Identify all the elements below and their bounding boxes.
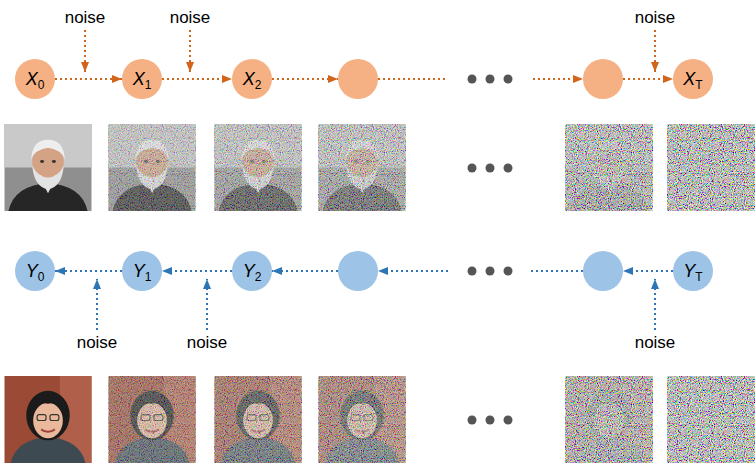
- noisy-photo: [319, 124, 406, 211]
- noisy-photo: [566, 124, 653, 211]
- circle-fill: [15, 59, 55, 99]
- state-label: Y1: [133, 262, 152, 280]
- state-label: XT: [683, 70, 702, 88]
- transition-arrow: [162, 78, 232, 80]
- state-circle: YT: [673, 251, 713, 291]
- noise-label: noise: [169, 9, 212, 28]
- circle-fill: [673, 59, 713, 99]
- transition-arrow: [55, 270, 122, 272]
- circle-fill: [122, 59, 162, 99]
- transition-arrow: [55, 78, 122, 80]
- circle-fill: [338, 251, 378, 291]
- noise-label: noise: [186, 334, 229, 353]
- state-circle: XT: [673, 59, 713, 99]
- state-label: Y0: [26, 262, 45, 280]
- noisy-photo: [215, 376, 302, 463]
- state-circle: Y0: [15, 251, 55, 291]
- state-circle: Y1: [122, 251, 162, 291]
- state-circle: [583, 251, 623, 291]
- circle-outline: [583, 251, 623, 291]
- noise-label: noise: [634, 9, 677, 28]
- noise-image: [668, 124, 755, 211]
- transition-arrow: [623, 270, 673, 272]
- transition-arrow: [272, 78, 338, 80]
- state-circle: X0: [15, 59, 55, 99]
- state-circle: X2: [232, 59, 272, 99]
- noisy-photo: [109, 124, 196, 211]
- noise-arrow: [85, 30, 655, 330]
- state-circle: [338, 251, 378, 291]
- circle-fill: [583, 251, 623, 291]
- circle-fill: [583, 59, 623, 99]
- state-circle: [583, 59, 623, 99]
- noise-label: noise: [634, 334, 677, 353]
- state-label: X1: [133, 70, 152, 88]
- circle-fill: [122, 251, 162, 291]
- noisy-photo: [566, 376, 653, 463]
- photo: [5, 376, 92, 463]
- noisy-photo: [215, 124, 302, 211]
- gap-patch: [448, 68, 530, 90]
- circle-outline: [338, 59, 378, 99]
- circle-fill: [15, 251, 55, 291]
- transition-arrow: [623, 78, 673, 80]
- photo: [5, 124, 92, 211]
- transition-arrow: [272, 270, 338, 272]
- circle-outline: [583, 59, 623, 99]
- circle-fill: [338, 59, 378, 99]
- state-label: X2: [243, 70, 262, 88]
- circle-outline: [338, 251, 378, 291]
- transition-arrow: [162, 270, 232, 272]
- circle-fill: [232, 59, 272, 99]
- noisy-photo: [319, 376, 406, 463]
- state-label: X0: [26, 70, 45, 88]
- noisy-photo: [109, 376, 196, 463]
- noise-label: noise: [64, 9, 107, 28]
- noise-image: [668, 376, 755, 463]
- ellipsis-dots: [468, 75, 513, 276]
- state-circle: [338, 59, 378, 99]
- state-label: YT: [683, 262, 702, 280]
- ellipsis-dots: [468, 164, 513, 425]
- circle-fill: [232, 251, 272, 291]
- circle-fill: [673, 251, 713, 291]
- state-circle: Y2: [232, 251, 272, 291]
- gap-patch: [448, 260, 530, 282]
- state-label: Y2: [243, 262, 262, 280]
- noise-label: noise: [76, 334, 119, 353]
- state-circle: X1: [122, 59, 162, 99]
